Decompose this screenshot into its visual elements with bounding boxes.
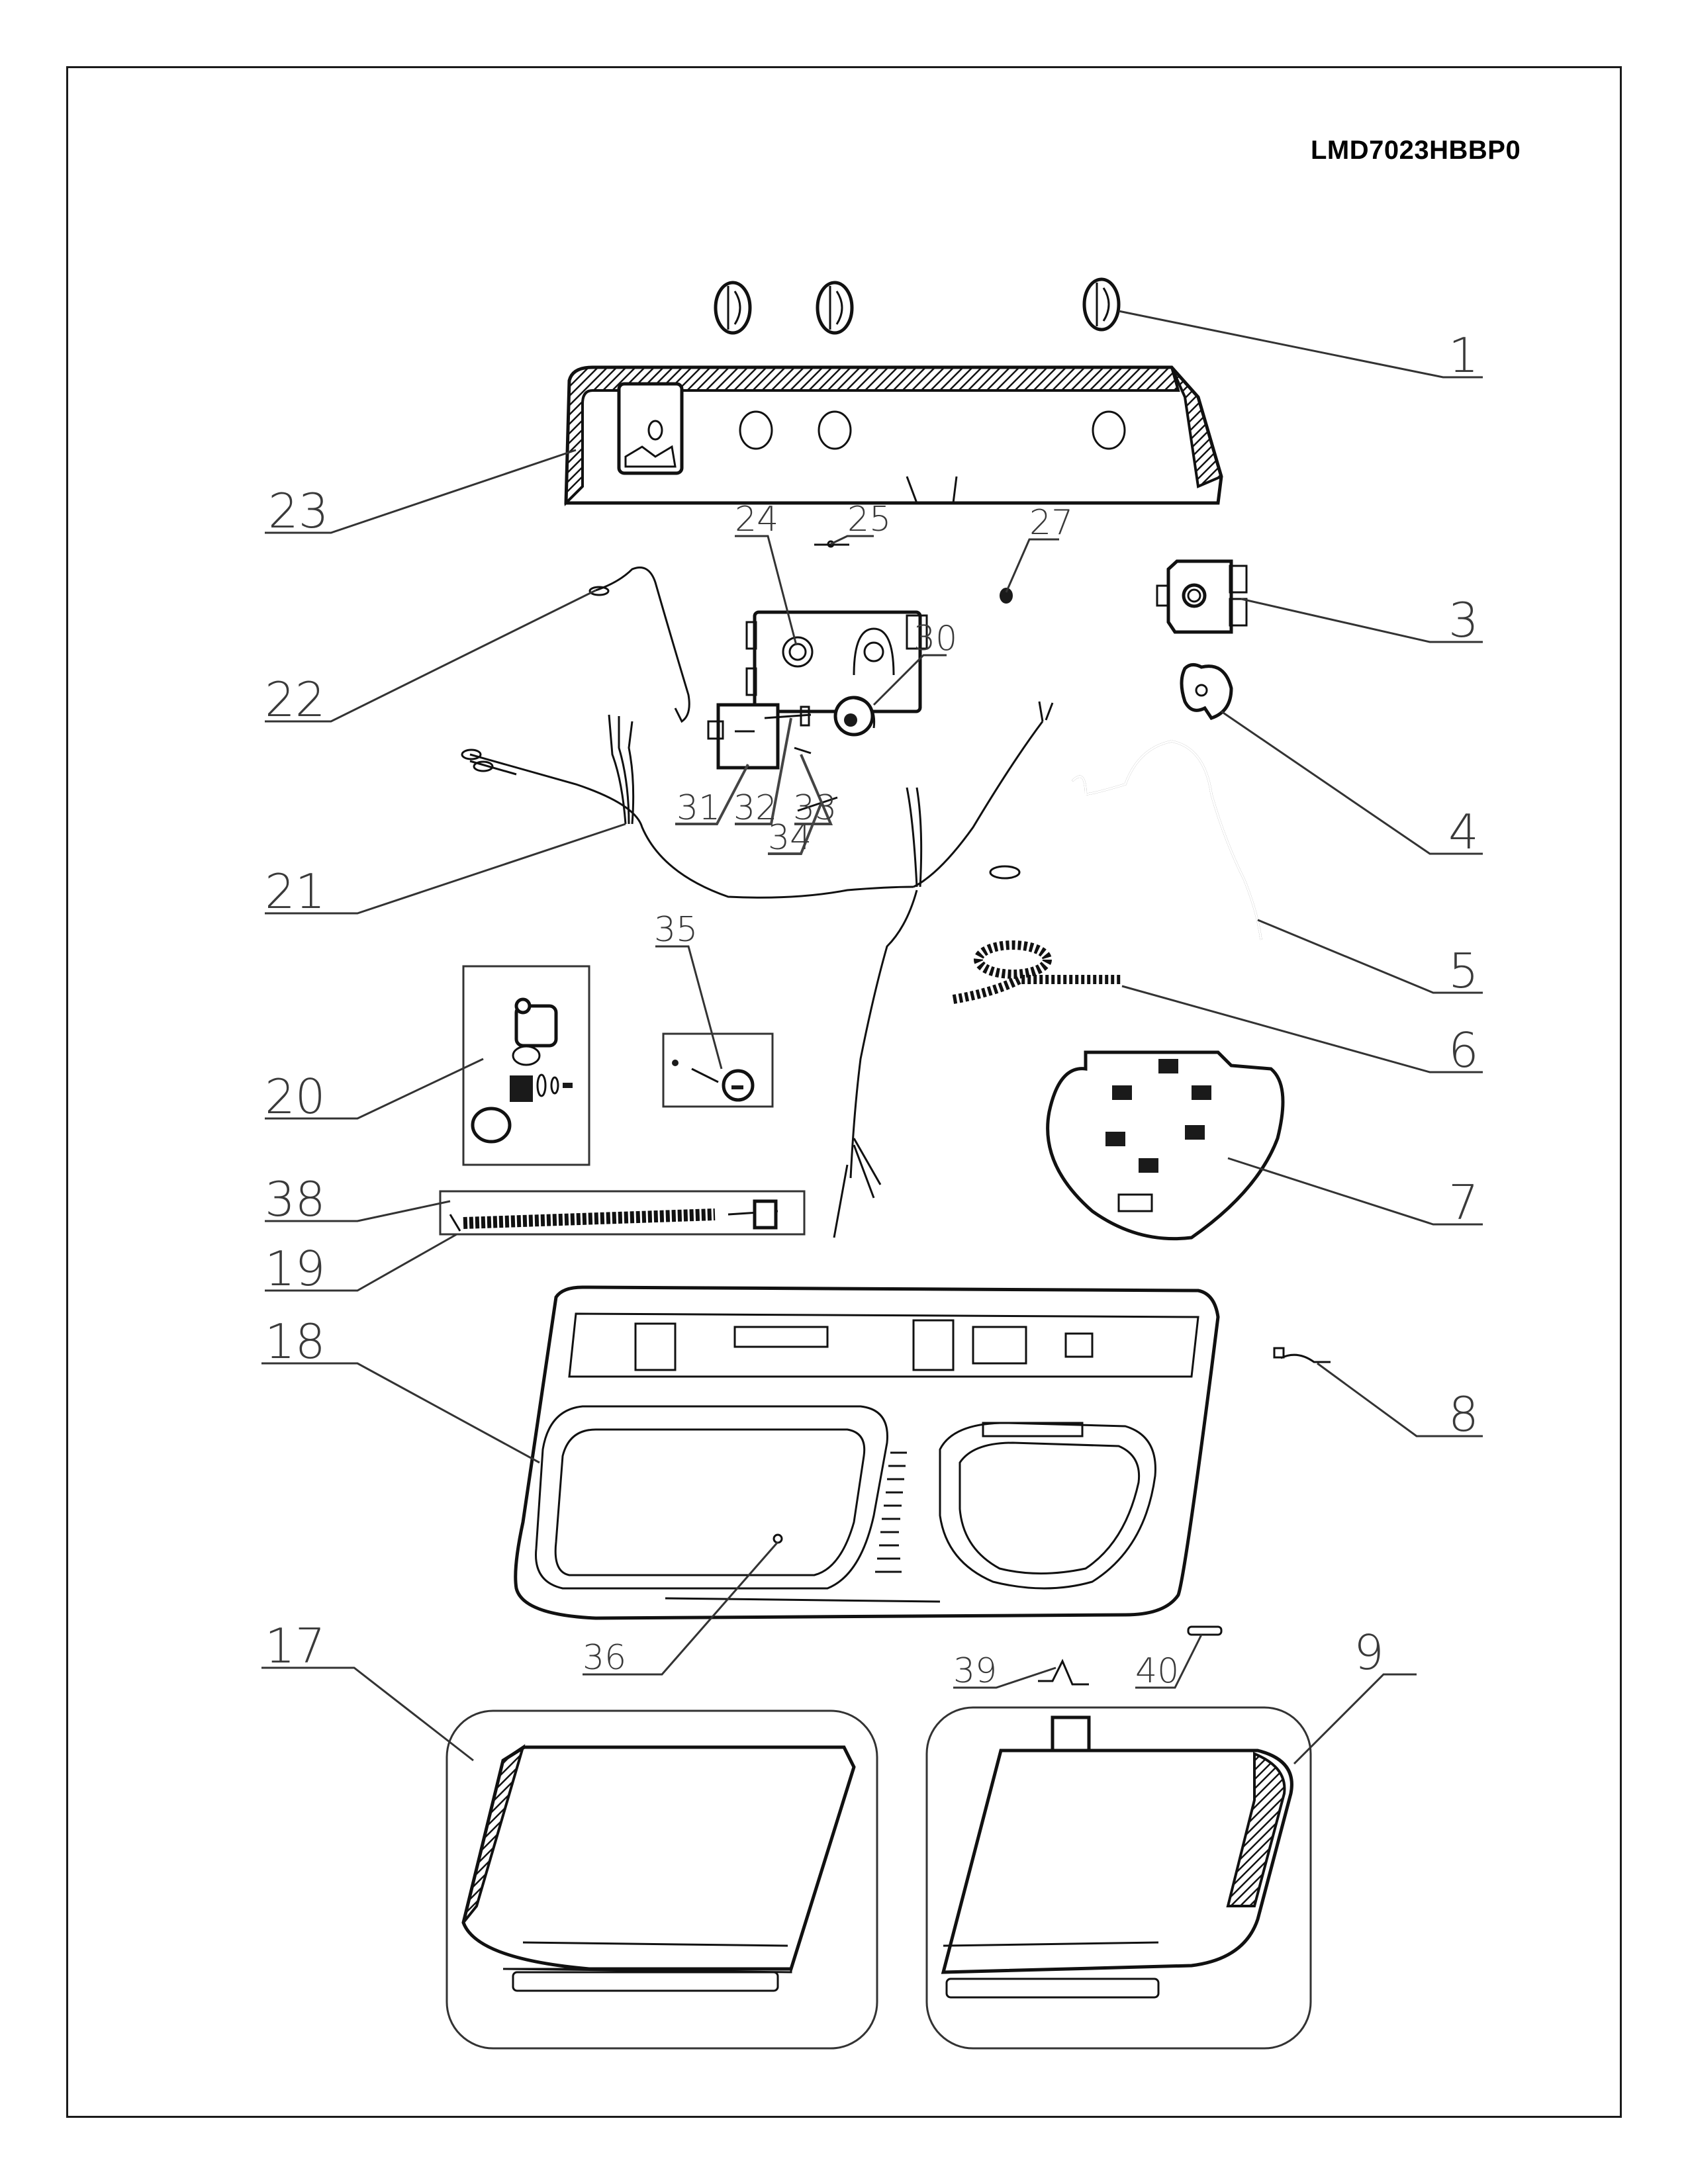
spring-icon bbox=[814, 540, 849, 548]
svg-text:21: 21 bbox=[265, 864, 326, 919]
svg-text:30: 30 bbox=[914, 619, 957, 659]
svg-text:38: 38 bbox=[265, 1171, 326, 1227]
callout-35: 35 bbox=[654, 910, 723, 1069]
svg-text:23: 23 bbox=[268, 483, 329, 539]
spring-icon bbox=[794, 747, 812, 754]
corrugated-tube-icon bbox=[952, 940, 1122, 1004]
drain-valve-icon bbox=[471, 997, 573, 1144]
callout-21: 21 bbox=[265, 823, 626, 919]
water-inlet-icon bbox=[672, 1060, 755, 1102]
shaft-icon bbox=[764, 705, 812, 727]
svg-text:5: 5 bbox=[1448, 943, 1479, 999]
callout-5: 5 bbox=[1257, 919, 1483, 999]
svg-text:7: 7 bbox=[1448, 1175, 1479, 1230]
switch-block-icon bbox=[1156, 559, 1248, 634]
wire-harness-icon bbox=[461, 701, 1054, 1238]
svg-text:31: 31 bbox=[677, 788, 720, 828]
model-number: LMD7023HBBP0 bbox=[1311, 136, 1521, 165]
callout-39: 39 bbox=[953, 1651, 1056, 1691]
selector-icon bbox=[833, 696, 876, 737]
connector-icon bbox=[797, 796, 838, 812]
hose-icon bbox=[989, 740, 1262, 940]
callout-31: 31 bbox=[675, 764, 749, 828]
svg-text:22: 22 bbox=[265, 672, 326, 727]
callout-32: 32 bbox=[733, 717, 792, 828]
hinge-spring-icon bbox=[1038, 1659, 1089, 1686]
svg-text:8: 8 bbox=[1448, 1387, 1479, 1442]
svg-text:35: 35 bbox=[654, 910, 698, 950]
callout-8: 8 bbox=[1317, 1362, 1483, 1442]
callout-6: 6 bbox=[1121, 985, 1483, 1078]
callout-23: 23 bbox=[265, 449, 577, 539]
svg-text:32: 32 bbox=[733, 788, 777, 828]
wash-lid-icon bbox=[461, 1744, 856, 1992]
screw-icon bbox=[1000, 588, 1013, 604]
svg-text:17: 17 bbox=[265, 1618, 326, 1674]
callout-19: 19 bbox=[265, 1233, 457, 1297]
drain-hose-frame bbox=[439, 1190, 806, 1236]
top-cover-icon bbox=[514, 1285, 1220, 1620]
knob-icon bbox=[1082, 277, 1121, 332]
lid-switch-lever-icon bbox=[1273, 1347, 1331, 1363]
callout-4: 4 bbox=[1221, 710, 1483, 860]
svg-text:9: 9 bbox=[1354, 1625, 1384, 1680]
svg-text:1: 1 bbox=[1448, 328, 1479, 383]
svg-text:36: 36 bbox=[583, 1638, 626, 1678]
vent-slots bbox=[875, 1451, 907, 1573]
svg-text:39: 39 bbox=[953, 1651, 997, 1691]
svg-text:25: 25 bbox=[847, 500, 891, 539]
knob-icon bbox=[816, 281, 854, 335]
callout-27: 27 bbox=[1005, 503, 1073, 593]
callout-25: 25 bbox=[830, 500, 891, 545]
switch-icon bbox=[707, 703, 780, 770]
svg-text:18: 18 bbox=[265, 1314, 326, 1369]
timer-dial-icon bbox=[1180, 663, 1233, 720]
spin-lid-frame bbox=[925, 1706, 1312, 2050]
spin-tub-cover-icon bbox=[1046, 1050, 1285, 1241]
drain-valve-frame bbox=[462, 965, 590, 1166]
callout-9: 9 bbox=[1293, 1625, 1417, 1765]
svg-text:4: 4 bbox=[1448, 804, 1479, 860]
callout-17: 17 bbox=[261, 1618, 474, 1762]
callout-38: 38 bbox=[265, 1171, 451, 1227]
svg-text:3: 3 bbox=[1448, 592, 1479, 648]
hinge-pin-icon bbox=[1187, 1625, 1223, 1636]
timer-icon bbox=[745, 610, 928, 713]
drain-hose-icon bbox=[449, 1199, 778, 1232]
svg-text:34: 34 bbox=[768, 818, 812, 858]
svg-text:6: 6 bbox=[1448, 1023, 1479, 1078]
svg-text:40: 40 bbox=[1135, 1651, 1179, 1691]
svg-text:19: 19 bbox=[265, 1241, 326, 1297]
drawing-frame bbox=[66, 66, 1622, 2118]
spin-lid-icon bbox=[941, 1715, 1293, 1999]
svg-text:27: 27 bbox=[1029, 503, 1073, 543]
callout-22: 22 bbox=[265, 589, 596, 727]
svg-text:24: 24 bbox=[735, 500, 778, 539]
callout-7: 7 bbox=[1227, 1157, 1483, 1230]
ground-wire-icon bbox=[588, 567, 690, 723]
callout-1: 1 bbox=[1118, 310, 1483, 383]
callout-36: 36 bbox=[583, 1541, 779, 1678]
svg-text:20: 20 bbox=[265, 1069, 326, 1124]
callout-3: 3 bbox=[1241, 592, 1483, 648]
water-inlet-frame bbox=[662, 1032, 774, 1108]
wash-lid-frame bbox=[445, 1709, 878, 2050]
callout-40: 40 bbox=[1135, 1634, 1203, 1691]
callout-34: 34 bbox=[768, 803, 822, 858]
knob-icon bbox=[714, 281, 752, 335]
control-panel-icon bbox=[564, 365, 1223, 506]
callout-24: 24 bbox=[735, 500, 798, 646]
callout-20: 20 bbox=[265, 1058, 484, 1124]
callout-30: 30 bbox=[872, 619, 957, 706]
callout-18: 18 bbox=[261, 1314, 540, 1464]
